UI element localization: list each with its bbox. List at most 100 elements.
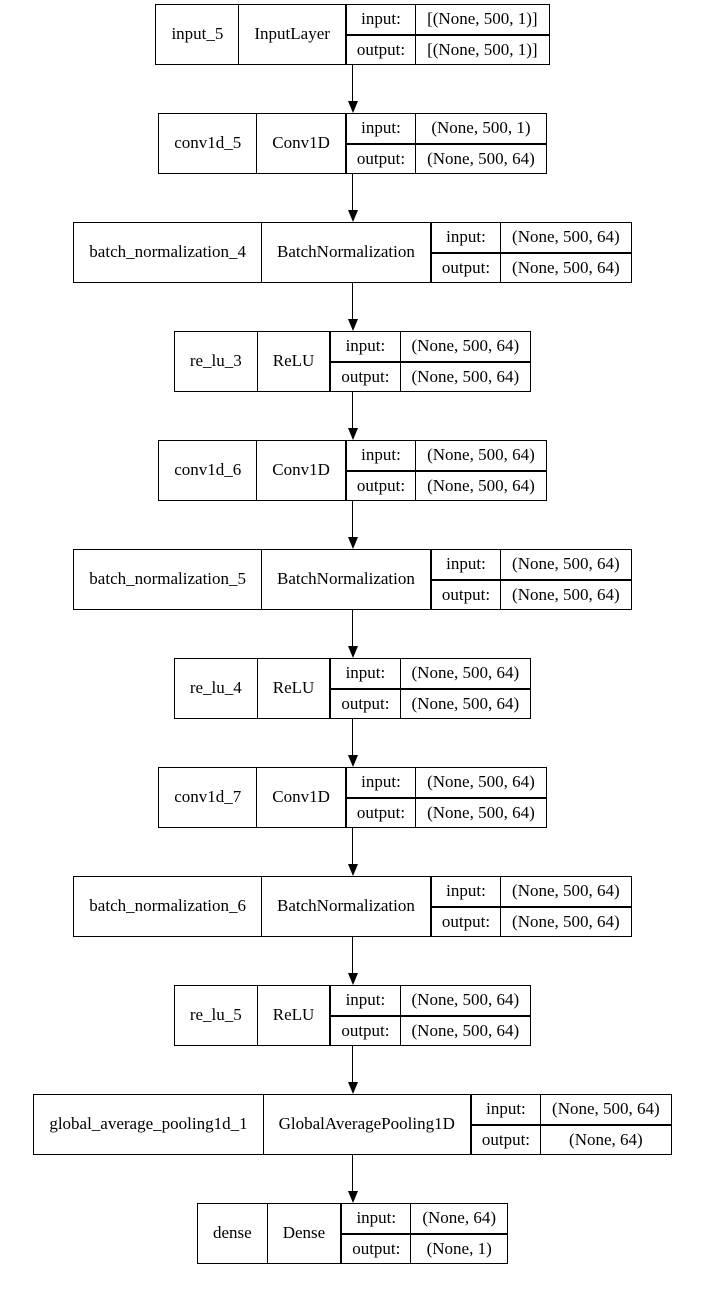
input-shape: [(None, 500, 1)] [415,4,550,35]
arrow-head-icon [347,973,358,985]
layer-node-re_lu_4: re_lu_4 ReLU input: (None, 500, 64) outp… [173,658,532,719]
layer-node-batch_normalization_4: batch_normalization_4 BatchNormalization… [73,222,632,283]
layer-node-batch_normalization_6: batch_normalization_6 BatchNormalization… [73,876,632,937]
arrow-head-icon [347,1082,358,1094]
layer-name: input_5 [155,4,240,65]
input-label: input: [429,222,502,253]
output-label: output: [344,33,417,65]
input-label: input: [344,440,417,471]
layer-type: GlobalAveragePooling1D [262,1094,472,1155]
layer-name: re_lu_5 [173,985,258,1046]
output-label: output: [329,1014,401,1046]
arrow-line [351,174,354,211]
output-label: output: [344,469,417,501]
input-shape: (None, 500, 64) [399,985,532,1016]
flow-arrow [347,610,358,658]
layer-node-global_average_pooling1d_1: global_average_pooling1d_1 GlobalAverage… [33,1094,672,1155]
layer-name: batch_normalization_4 [73,222,263,283]
arrow-line [351,392,354,429]
layer-name: batch_normalization_6 [73,876,263,937]
layer-node-conv1d_5: conv1d_5 Conv1D input: (None, 500, 1) ou… [158,113,547,174]
output-shape: (None, 64) [540,1123,672,1155]
output-label: output: [344,142,417,174]
layer-node-re_lu_3: re_lu_3 ReLU input: (None, 500, 64) outp… [173,331,532,392]
input-label: input: [329,331,401,362]
arrow-line [351,937,354,974]
flow-arrow [347,283,358,331]
layer-type: Conv1D [256,440,347,501]
output-shape: (None, 500, 64) [500,905,632,937]
flow-arrow [347,1155,358,1203]
input-shape: (None, 500, 64) [500,222,632,253]
arrow-head-icon [347,646,358,658]
arrow-line [351,828,354,865]
input-label: input: [344,113,417,144]
arrow-head-icon [347,537,358,549]
output-label: output: [340,1232,412,1264]
arrow-line [351,1046,354,1083]
layer-type: ReLU [256,658,331,719]
layer-node-input_5: input_5 InputLayer input: [(None, 500, 1… [155,4,550,65]
layer-type: BatchNormalization [261,222,432,283]
output-label: output: [429,905,502,937]
arrow-head-icon [347,864,358,876]
output-shape: (None, 500, 64) [399,687,532,719]
flow-arrow [347,174,358,222]
layer-type: BatchNormalization [261,549,432,610]
input-label: input: [429,876,502,907]
layer-name: batch_normalization_5 [73,549,263,610]
arrow-head-icon [347,101,358,113]
output-shape: (None, 500, 64) [500,578,632,610]
layer-name: dense [196,1203,268,1264]
layer-node-dense: dense Dense input: (None, 64) output: (N… [196,1203,509,1264]
arrow-head-icon [347,428,358,440]
arrow-line [351,719,354,756]
output-shape: (None, 500, 64) [399,1014,532,1046]
flow-arrow [347,1046,358,1094]
layer-node-batch_normalization_5: batch_normalization_5 BatchNormalization… [73,549,632,610]
layer-type: ReLU [256,985,331,1046]
arrow-line [351,610,354,647]
arrow-line [351,65,354,102]
output-shape: [(None, 500, 1)] [415,33,550,65]
layer-name: re_lu_3 [173,331,258,392]
output-label: output: [344,796,417,828]
layer-name: conv1d_7 [158,767,258,828]
input-shape: (None, 500, 1) [415,113,547,144]
output-shape: (None, 500, 64) [415,469,547,501]
output-label: output: [429,578,502,610]
input-label: input: [469,1094,542,1125]
output-label: output: [429,251,502,283]
input-label: input: [329,658,401,689]
output-shape: (None, 500, 64) [415,796,547,828]
layer-type: ReLU [256,331,331,392]
arrow-head-icon [347,755,358,767]
output-label: output: [469,1123,542,1155]
arrow-head-icon [347,1191,358,1203]
input-shape: (None, 500, 64) [540,1094,672,1125]
layer-type: Conv1D [256,113,347,174]
input-label: input: [329,985,401,1016]
input-shape: (None, 500, 64) [415,767,547,798]
input-shape: (None, 64) [410,1203,509,1234]
arrow-line [351,283,354,320]
input-shape: (None, 500, 64) [399,658,532,689]
flow-arrow [347,719,358,767]
flow-arrow [347,937,358,985]
arrow-head-icon [347,210,358,222]
layer-name: conv1d_5 [158,113,258,174]
input-label: input: [344,767,417,798]
layer-type: InputLayer [238,4,347,65]
layer-type: Dense [266,1203,342,1264]
layer-node-re_lu_5: re_lu_5 ReLU input: (None, 500, 64) outp… [173,985,532,1046]
layer-node-conv1d_7: conv1d_7 Conv1D input: (None, 500, 64) o… [158,767,547,828]
input-shape: (None, 500, 64) [415,440,547,471]
output-label: output: [329,687,401,719]
layer-name: global_average_pooling1d_1 [33,1094,264,1155]
arrow-line [351,1155,354,1192]
layer-type: BatchNormalization [261,876,432,937]
output-shape: (None, 500, 64) [500,251,632,283]
input-label: input: [340,1203,412,1234]
layer-name: conv1d_6 [158,440,258,501]
